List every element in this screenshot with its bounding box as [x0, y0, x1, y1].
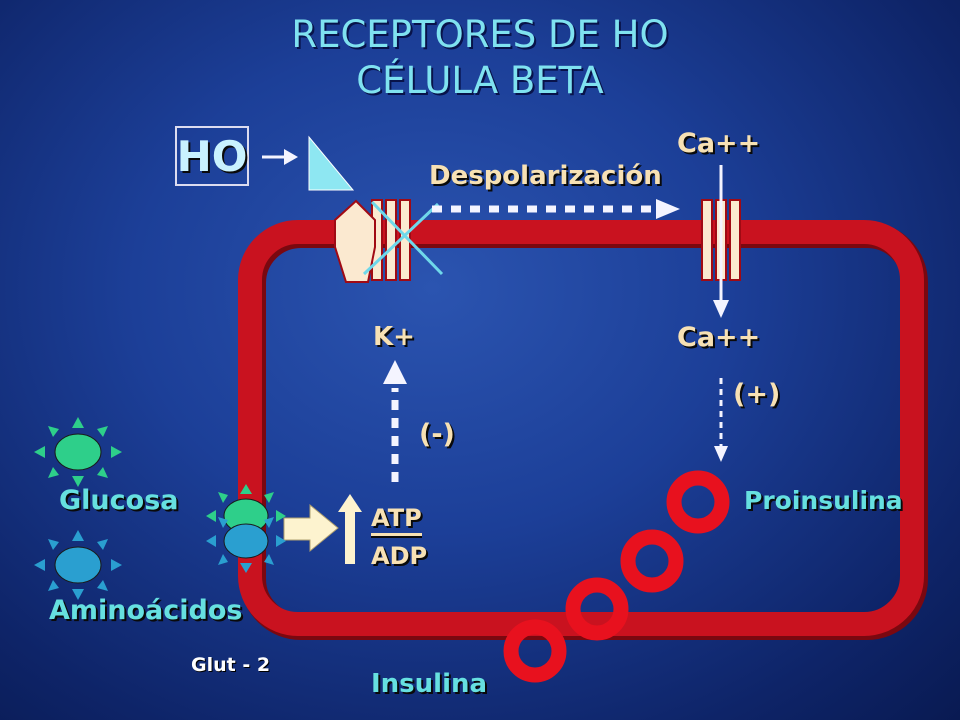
potassium-label: K+ [373, 322, 415, 352]
glucose-transport-arrow [283, 503, 339, 553]
calcium-entry-arrow [713, 165, 729, 318]
atp-label: ATP [371, 504, 422, 536]
calcium-to-granules-arrow [714, 378, 728, 462]
depolarization-label: Despolarización [429, 161, 662, 191]
granule-1 [666, 470, 730, 534]
ho-label: HO [175, 126, 249, 186]
ho-drug-triangle [308, 135, 355, 191]
granule-2 [620, 529, 684, 593]
insulin-label: Insulina [371, 669, 488, 699]
cell-membrane [240, 222, 928, 640]
glucose-label: Glucosa [59, 485, 179, 516]
title-line-2: CÉLULA BETA [356, 59, 604, 102]
granule-3 [565, 577, 629, 641]
glucose-molecule [34, 417, 122, 487]
title-line-1: RECEPTORES DE HO [291, 13, 669, 56]
atp-arrow [338, 494, 362, 564]
calcium-outside-label: Ca++ [677, 128, 761, 159]
positive-effect-label: (+) [733, 379, 781, 410]
depolarization-arrow [432, 199, 680, 219]
adp-label: ADP [371, 542, 428, 570]
k-atp-channel [371, 199, 411, 281]
ho-arrow [262, 149, 298, 165]
aminoacid-molecule [34, 530, 122, 600]
glut2-transporter [206, 484, 286, 573]
aminoacids-label: Aminoácidos [49, 595, 243, 626]
channel-block-cross [362, 200, 444, 276]
insulin-granules [503, 470, 730, 683]
cell-membrane-inner [238, 220, 924, 636]
sulfonylurea-receptor [334, 199, 376, 283]
proinsulin-label: Proinsulina [744, 486, 903, 515]
atp-text: ATP [371, 504, 422, 536]
negative-effect-label: (-) [419, 419, 455, 450]
k-efflux-arrow [383, 360, 407, 482]
calcium-inside-label: Ca++ [677, 322, 761, 353]
glut2-label: Glut - 2 [191, 654, 271, 676]
granule-4 [503, 619, 567, 683]
